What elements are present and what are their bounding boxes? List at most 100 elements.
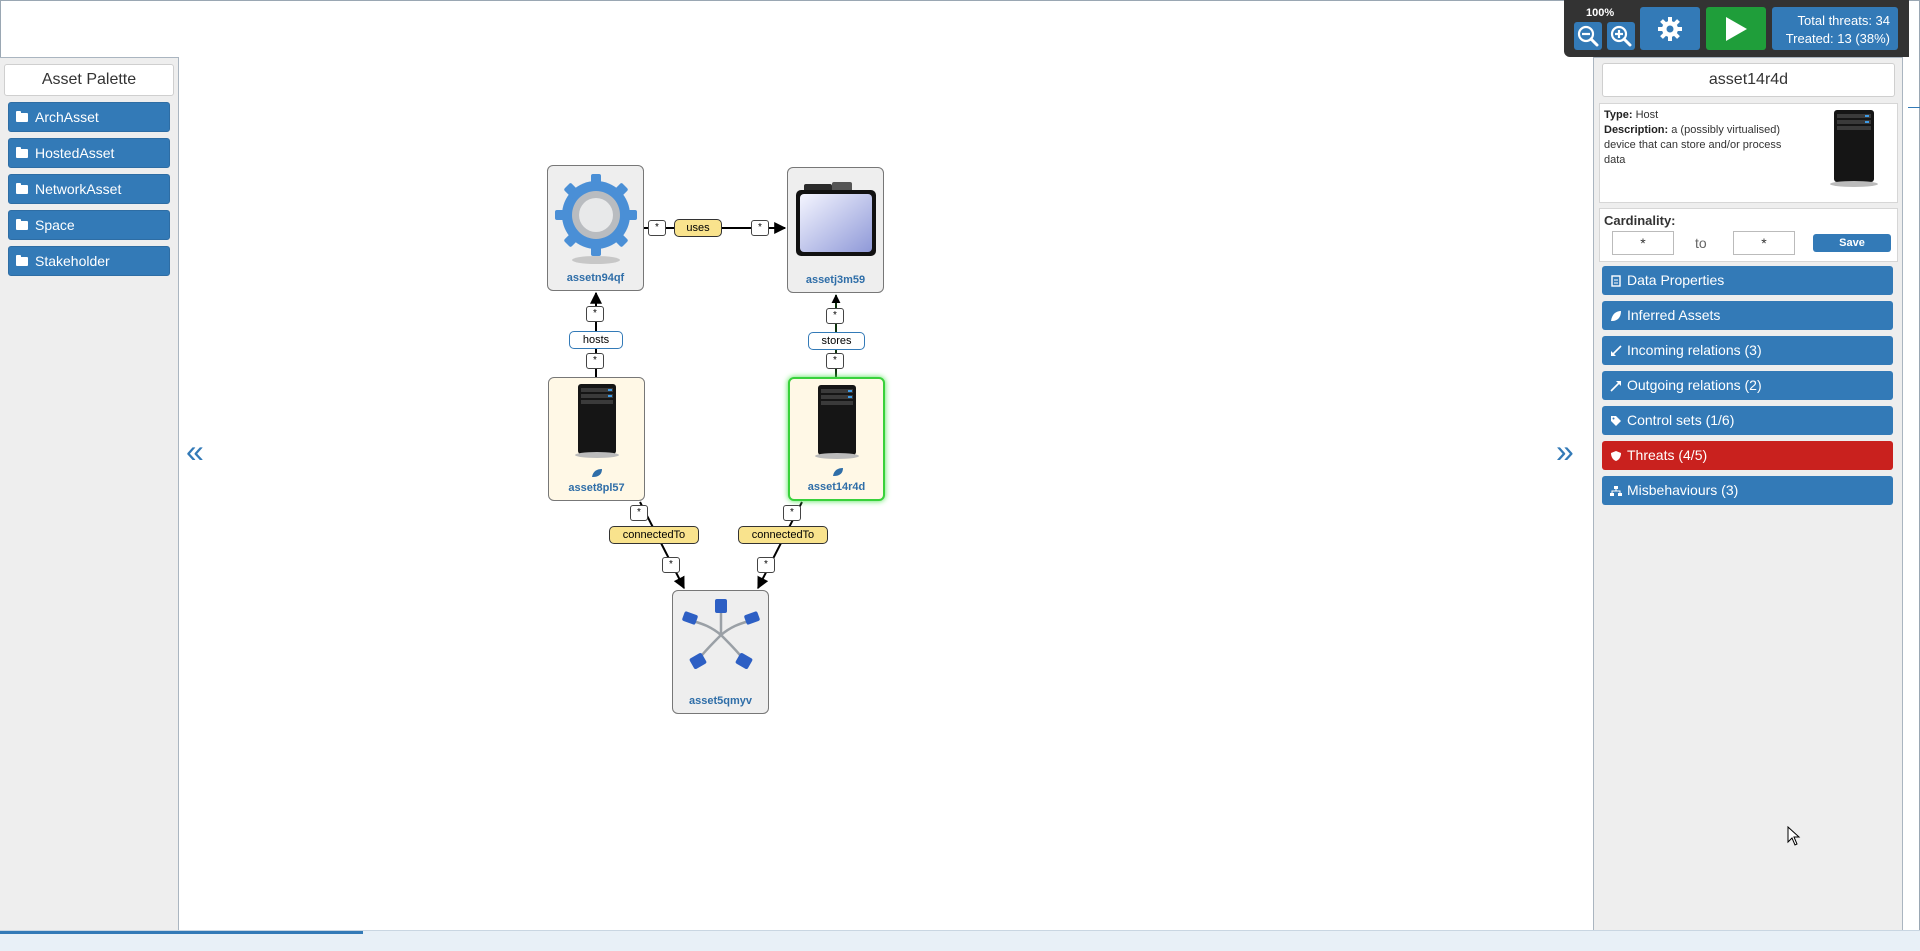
- palette-item-label: HostedAsset: [35, 145, 115, 161]
- document-icon: [1611, 274, 1621, 287]
- palette-item-hostedasset[interactable]: HostedAsset: [8, 138, 170, 168]
- section-inferred-assets[interactable]: Inferred Assets: [1602, 301, 1893, 330]
- settings-button[interactable]: [1640, 7, 1700, 50]
- leaf-icon: [833, 468, 843, 476]
- network-cables-icon: [681, 599, 760, 669]
- section-misbehaviours[interactable]: Misbehaviours (3): [1602, 476, 1893, 505]
- chevron-double-right-icon[interactable]: »: [1556, 433, 1574, 469]
- cardinality-mark: *: [826, 308, 844, 324]
- status-bar: [0, 930, 1920, 951]
- palette-item-label: Space: [35, 217, 75, 233]
- zoom-in-button[interactable]: [1607, 22, 1635, 50]
- cardinality-mark: *: [751, 220, 769, 236]
- section-label: Outgoing relations (2): [1627, 377, 1762, 393]
- treated-threats: Treated: 13 (38%): [1785, 31, 1890, 46]
- asset-title: asset14r4d: [1602, 63, 1895, 97]
- asset-details-panel: asset14r4d Type: Host Description: a (po…: [1593, 57, 1903, 933]
- palette-item-space[interactable]: Space: [8, 210, 170, 240]
- model-canvas[interactable]: assetn94qf assetj3m59: [178, 0, 1564, 930]
- cardinality-mark: *: [783, 505, 801, 521]
- cardinality-mark: *: [826, 353, 844, 369]
- relation-connected-right[interactable]: connectedTo: [738, 526, 828, 544]
- palette-item-label: NetworkAsset: [35, 181, 122, 197]
- cursor-icon: [1787, 826, 1801, 846]
- relation-hosts[interactable]: hosts: [569, 331, 623, 349]
- sitemap-icon: [1610, 485, 1622, 496]
- palette-item-archasset[interactable]: ArchAsset: [8, 102, 170, 132]
- asset-node-host-left[interactable]: asset8pl57: [548, 377, 645, 501]
- node-label: asset5qmyv: [689, 695, 752, 707]
- zoom-out-button[interactable]: [1574, 22, 1602, 50]
- gear-icon: [1658, 16, 1682, 41]
- section-data-properties[interactable]: Data Properties: [1602, 266, 1893, 295]
- description-value: a (possibly virtualised) device that can…: [1604, 124, 1782, 166]
- folder-icon: [16, 110, 28, 122]
- zoom-out-icon: [1577, 25, 1599, 47]
- incoming-arrows-icon: [1611, 344, 1622, 356]
- asset-node-host-right[interactable]: asset14r4d: [788, 377, 885, 501]
- palette-item-label: ArchAsset: [35, 109, 99, 125]
- section-label: Inferred Assets: [1627, 307, 1721, 323]
- server-icon: [814, 385, 859, 459]
- cardinality-to-input[interactable]: [1733, 231, 1795, 255]
- threat-summary-button[interactable]: Total threats: 34 Treated: 13 (38%): [1772, 7, 1898, 50]
- section-label: Misbehaviours (3): [1627, 482, 1739, 498]
- save-button[interactable]: Save: [1813, 234, 1891, 252]
- folder-icon: [16, 182, 28, 194]
- server-icon: [574, 384, 619, 458]
- node-label: assetn94qf: [566, 272, 625, 284]
- palette-title: Asset Palette: [4, 64, 174, 96]
- leaf-icon: [592, 469, 602, 477]
- folder-icon: [16, 254, 28, 266]
- zoom-in-icon: [1610, 25, 1632, 47]
- palette-item-networkasset[interactable]: NetworkAsset: [8, 174, 170, 204]
- cardinality-mark: *: [586, 306, 604, 322]
- node-label: asset8pl57: [568, 482, 625, 494]
- folder-icon: [16, 146, 28, 158]
- cardinality-from-input[interactable]: [1612, 231, 1674, 255]
- palette-item-label: Stakeholder: [35, 253, 110, 269]
- asset-palette: Asset Palette ArchAsset HostedAsset Netw…: [0, 57, 179, 933]
- section-label: Data Properties: [1627, 272, 1725, 288]
- tag-icon: [1611, 415, 1621, 426]
- relation-stores[interactable]: stores: [808, 332, 865, 350]
- section-label: Incoming relations (3): [1627, 342, 1762, 358]
- run-analysis-button[interactable]: [1706, 7, 1766, 50]
- cardinality-mark: *: [586, 353, 604, 369]
- section-outgoing-relations[interactable]: Outgoing relations (2): [1602, 371, 1893, 400]
- section-label: Control sets (1/6): [1627, 412, 1735, 428]
- cardinality-to-label: to: [1695, 235, 1707, 251]
- zoom-level: 100%: [1586, 7, 1615, 19]
- asset-node-network[interactable]: asset5qmyv: [672, 590, 769, 714]
- section-control-sets[interactable]: Control sets (1/6): [1602, 406, 1893, 435]
- type-value: Host: [1635, 109, 1659, 121]
- loading-progress: [0, 931, 363, 934]
- node-label: asset14r4d: [807, 481, 866, 493]
- leaf-icon: [1611, 310, 1621, 321]
- play-icon: [1726, 16, 1747, 41]
- total-threats: Total threats: 34: [1797, 13, 1891, 28]
- description-label: Description:: [1604, 124, 1669, 136]
- asset-info-text: Type: Host Description: a (possibly virt…: [1604, 108, 1789, 168]
- cardinality-mark: *: [757, 557, 775, 573]
- data-folder-icon: [795, 182, 876, 256]
- asset-info: Type: Host Description: a (possibly virt…: [1599, 103, 1898, 203]
- folder-icon: [16, 218, 28, 230]
- outgoing-arrows-icon: [1610, 380, 1621, 392]
- section-threats[interactable]: Threats (4/5): [1602, 441, 1893, 470]
- node-label: assetj3m59: [805, 274, 866, 286]
- cardinality-label: Cardinality:: [1604, 213, 1676, 228]
- cardinality-mark: *: [662, 557, 680, 573]
- asset-node-data[interactable]: assetj3m59: [787, 167, 884, 293]
- chevron-double-left-icon[interactable]: «: [186, 433, 204, 469]
- section-incoming-relations[interactable]: Incoming relations (3): [1602, 336, 1893, 365]
- section-label: Threats (4/5): [1627, 447, 1708, 463]
- relation-connected-left[interactable]: connectedTo: [609, 526, 699, 544]
- palette-item-stakeholder[interactable]: Stakeholder: [8, 246, 170, 276]
- cog-process-icon: [554, 174, 637, 264]
- cardinality-mark: *: [630, 505, 648, 521]
- server-icon: [1830, 110, 1878, 187]
- cardinality-box: Cardinality: to Save: [1599, 208, 1898, 262]
- relation-uses[interactable]: uses: [674, 219, 722, 237]
- asset-node-process[interactable]: assetn94qf: [547, 165, 644, 291]
